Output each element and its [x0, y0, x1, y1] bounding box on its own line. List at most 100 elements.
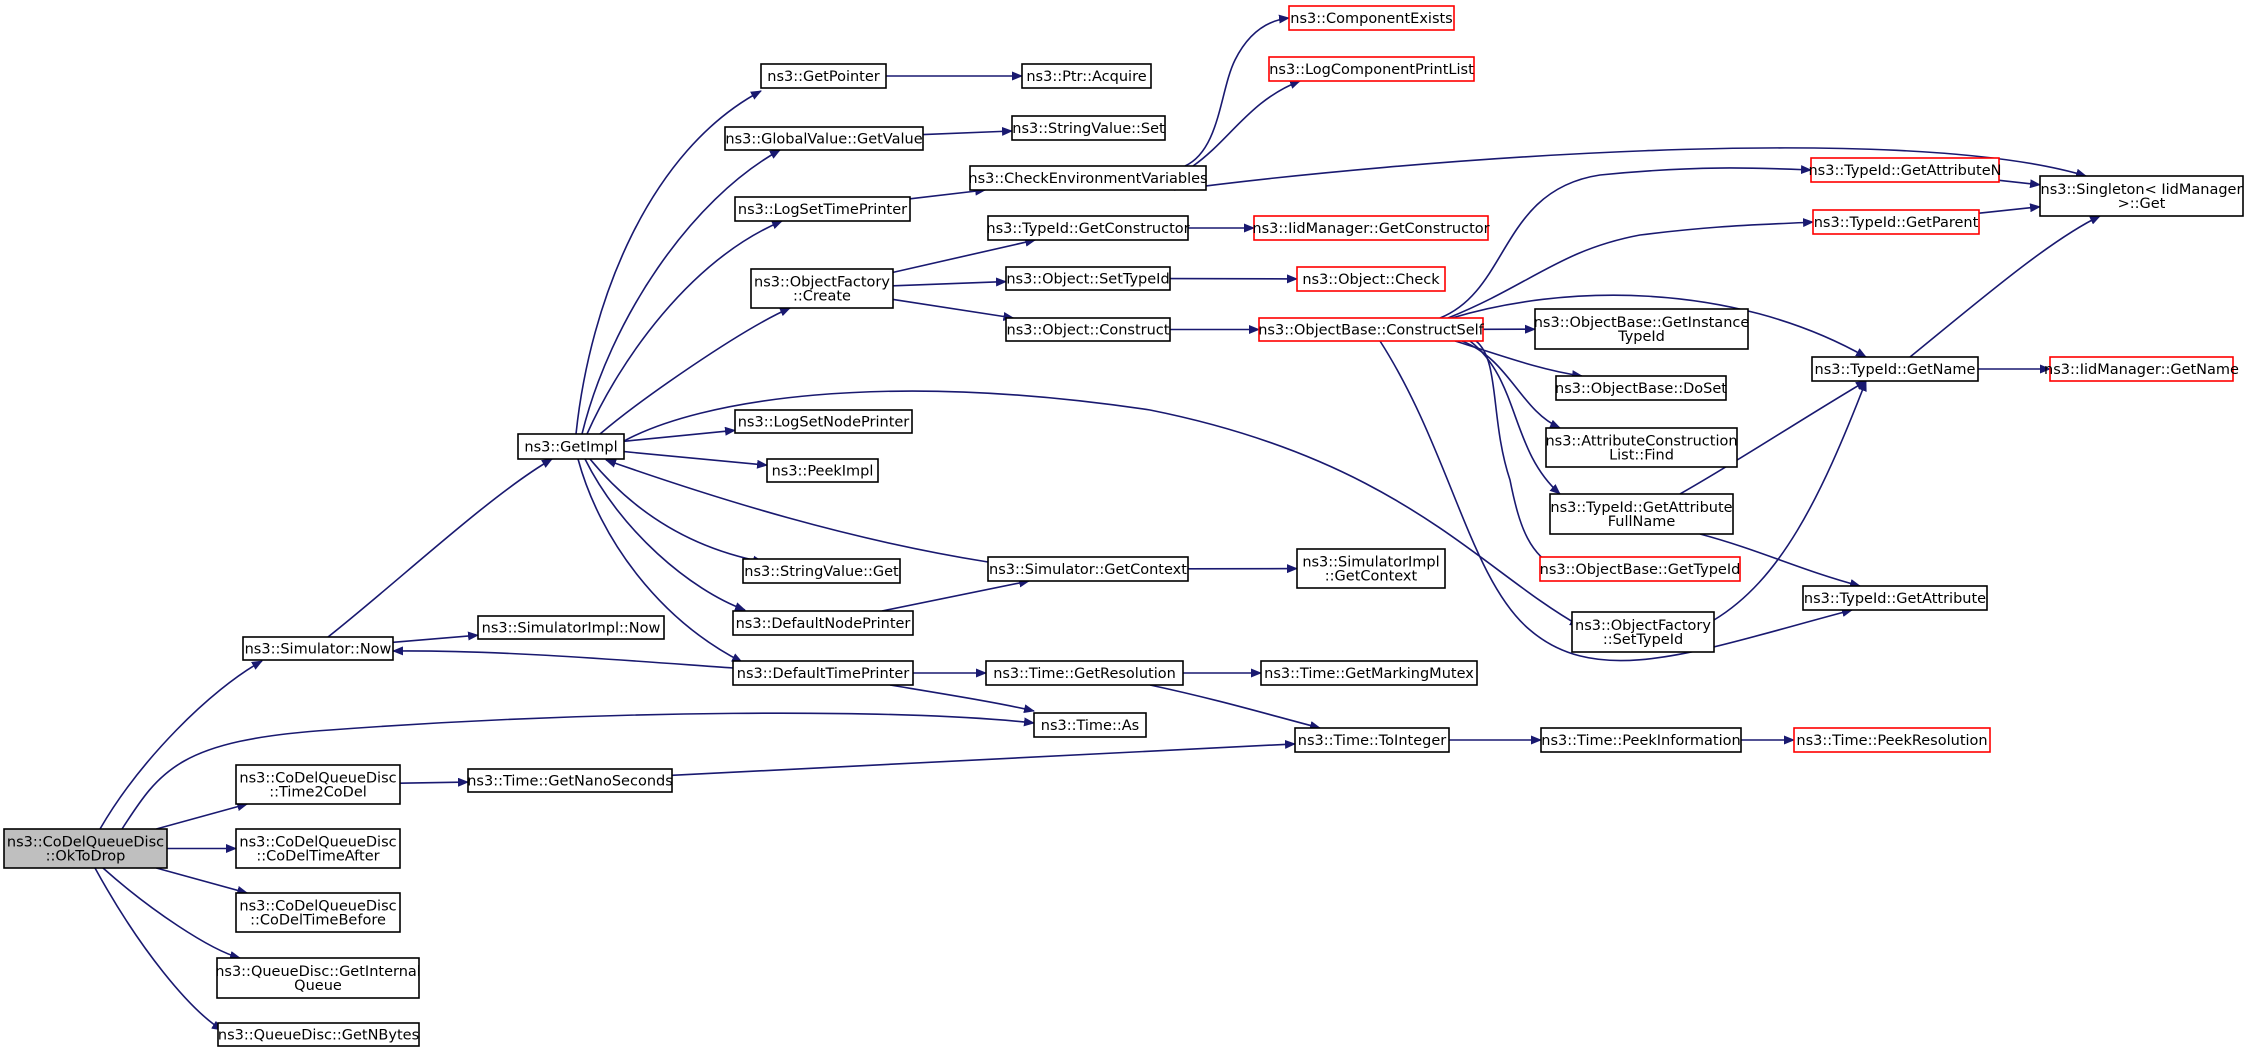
- edge-getimpl-to-logsetnodeprinter: [623, 426, 736, 443]
- node-objfactorysettypeid[interactable]: ns3::ObjectFactory::SetTypeId: [1571, 611, 1715, 653]
- node-label: ns3::SimulatorImpl: [1302, 555, 1439, 571]
- node-box: [1540, 727, 1742, 753]
- node-label: ns3::ObjectFactory: [754, 275, 890, 291]
- node-label: ns3::CheckEnvironmentVariables: [968, 171, 1207, 187]
- node-timeas[interactable]: ns3::Time::As: [1033, 712, 1147, 738]
- edge-defaultnodeprinter-to-simgetcontext: [881, 578, 1031, 612]
- node-stringvalueset[interactable]: ns3::StringValue::Set: [1011, 115, 1166, 141]
- edge-oktodrop-to-getnbytes: [94, 867, 223, 1031]
- node-objectbasegettypeid[interactable]: ns3::ObjectBase::GetTypeId: [1539, 556, 1741, 582]
- node-label: ::Time2CoDel: [269, 785, 367, 801]
- node-typeidgetname[interactable]: ns3::TypeId::GetName: [1811, 356, 1979, 382]
- node-box: [734, 409, 913, 434]
- node-getimpl[interactable]: ns3::GetImpl: [517, 433, 625, 460]
- node-globalgetvalue[interactable]: ns3::GlobalValue::GetValue: [724, 126, 924, 151]
- node-label: ns3::CoDelQueueDisc: [239, 835, 396, 851]
- node-box: [235, 828, 401, 869]
- node-timetointeger[interactable]: ns3::Time::ToInteger: [1294, 727, 1450, 753]
- edge-constructself-to-getparent: [1447, 218, 1814, 319]
- node-peekresolution[interactable]: ns3::Time::PeekResolution: [1793, 727, 1991, 753]
- node-label: ns3::ObjectFactory: [1575, 618, 1711, 634]
- node-codeltimeafter[interactable]: ns3::CoDelQueueDisc::CoDelTimeAfter: [235, 828, 401, 869]
- edge-defaulttimeprinter-to-timeas: [889, 684, 1035, 714]
- node-label: ::CoDelTimeBefore: [250, 913, 386, 929]
- node-box: [1011, 115, 1166, 141]
- node-getmarkingmutex[interactable]: ns3::Time::GetMarkingMutex: [1260, 660, 1478, 686]
- node-objectconstruct[interactable]: ns3::Object::Construct: [1005, 317, 1171, 342]
- node-label: ns3::TypeId::GetConstructor: [986, 221, 1189, 237]
- node-label: ns3::TypeId::GetAttribute: [1550, 500, 1732, 516]
- edge-simnow-to-simimplnow: [392, 631, 479, 644]
- node-getnanoseconds[interactable]: ns3::Time::GetNanoSeconds: [467, 768, 673, 793]
- node-label: ns3::DefaultTimePrinter: [737, 666, 909, 682]
- node-peekimpl[interactable]: ns3::PeekImpl: [766, 458, 879, 483]
- node-ptracquire[interactable]: ns3::Ptr::Acquire: [1021, 63, 1152, 89]
- node-label: ns3::IidManager::GetConstructor: [1252, 221, 1489, 237]
- node-simimplnow[interactable]: ns3::SimulatorImpl::Now: [477, 615, 665, 640]
- node-typeidgetconstructor[interactable]: ns3::TypeId::GetConstructor: [986, 215, 1190, 241]
- node-timegetresolution[interactable]: ns3::Time::GetResolution: [985, 660, 1184, 686]
- node-box: [985, 660, 1184, 686]
- node-getnbytes[interactable]: ns3::QueueDisc::GetNBytes: [217, 1022, 420, 1047]
- node-box: [1545, 427, 1738, 468]
- node-label: ns3::Time::GetMarkingMutex: [1264, 666, 1474, 682]
- edge-getnanoseconds-to-timetointeger: [671, 739, 1296, 777]
- node-getparent[interactable]: ns3::TypeId::GetParent: [1812, 209, 1980, 235]
- node-simgetcontext[interactable]: ns3::Simulator::GetContext: [987, 556, 1189, 582]
- node-label: ns3::TypeId::GetParent: [1814, 215, 1979, 231]
- node-singletonget[interactable]: ns3::Singleton< IidManager>::Get: [2039, 175, 2244, 217]
- node-defaultnodeprinter[interactable]: ns3::DefaultNodePrinter: [732, 610, 914, 636]
- edge-checkenv-to-componentexists: [1184, 14, 1290, 167]
- node-label: ns3::CoDelQueueDisc: [239, 899, 396, 915]
- edge-checkenv-to-logcomponentprintlist: [1192, 80, 1301, 167]
- node-iidgetname[interactable]: ns3::IidManager::GetName: [2044, 356, 2239, 382]
- edge-getimpl-to-getpointer: [575, 90, 762, 435]
- node-label: ns3::LogSetTimePrinter: [738, 202, 907, 218]
- node-objfactorycreate[interactable]: ns3::ObjectFactory::Create: [750, 268, 894, 309]
- node-componentexists[interactable]: ns3::ComponentExists: [1288, 5, 1455, 31]
- node-label: ::CoDelTimeAfter: [256, 849, 379, 865]
- node-checkenv[interactable]: ns3::CheckEnvironmentVariables: [968, 165, 1208, 191]
- node-time2codel[interactable]: ns3::CoDelQueueDisc::Time2CoDel: [235, 764, 401, 805]
- edge-getimpl-to-defaulttimeprinter: [577, 458, 743, 663]
- node-iidgetconstructor[interactable]: ns3::IidManager::GetConstructor: [1252, 215, 1490, 241]
- node-box: [969, 165, 1207, 191]
- node-box: [217, 1022, 420, 1047]
- edge-constructself-to-getattributefullname: [1469, 340, 1561, 495]
- node-box: [1260, 660, 1478, 686]
- node-stringvalueget[interactable]: ns3::StringValue::Get: [742, 558, 901, 584]
- node-defaulttimeprinter[interactable]: ns3::DefaultTimePrinter: [732, 660, 914, 686]
- node-codeltimebefore[interactable]: ns3::CoDelQueueDisc::CoDelTimeBefore: [235, 892, 401, 933]
- edge-timegetresolution-to-timetointeger: [1149, 684, 1321, 730]
- node-label: ns3::Time::ToInteger: [1298, 733, 1446, 749]
- node-objectsettypeid[interactable]: ns3::Object::SetTypeId: [1005, 266, 1171, 291]
- node-label: ns3::Time::PeekInformation: [1541, 733, 1740, 749]
- node-label: ns3::LogSetNodePrinter: [738, 415, 910, 431]
- node-constructself[interactable]: ns3::ObjectBase::ConstructSelf: [1258, 317, 1485, 342]
- node-getattributen[interactable]: ns3::TypeId::GetAttributeN: [1808, 157, 2002, 183]
- edge-objfactorycreate-to-typeidgetconstructor: [892, 237, 1037, 274]
- node-logsettimeprinter[interactable]: ns3::LogSetTimePrinter: [734, 196, 911, 222]
- node-getpointer[interactable]: ns3::GetPointer: [760, 63, 887, 89]
- node-peekinformation[interactable]: ns3::Time::PeekInformation: [1540, 727, 1742, 753]
- node-getattribute[interactable]: ns3::TypeId::GetAttribute: [1802, 585, 1988, 611]
- node-logsetnodeprinter[interactable]: ns3::LogSetNodePrinter: [734, 409, 913, 434]
- edge-oktodrop-to-simnow: [99, 660, 263, 830]
- node-objectcheck[interactable]: ns3::Object::Check: [1296, 266, 1446, 292]
- node-oktodrop[interactable]: ns3::CoDelQueueDisc::OkToDrop: [3, 828, 168, 869]
- node-box: [1812, 209, 1980, 235]
- node-box: [2039, 175, 2244, 217]
- node-label: ns3::ObjectBase::GetTypeId: [1540, 562, 1741, 578]
- node-doset[interactable]: ns3::ObjectBase::DoSet: [1555, 375, 1727, 401]
- edge-oktodrop-to-codeltimebefore: [156, 867, 249, 895]
- edge-constructself-to-getattribute: [1379, 340, 1853, 662]
- node-label: ns3::Object::Check: [1302, 272, 1440, 288]
- node-logcomponentprintlist[interactable]: ns3::LogComponentPrintList: [1268, 56, 1475, 82]
- node-box: [732, 660, 914, 686]
- node-simimplgetcontext[interactable]: ns3::SimulatorImpl::GetContext: [1296, 548, 1446, 589]
- node-simnow[interactable]: ns3::Simulator::Now: [242, 636, 394, 661]
